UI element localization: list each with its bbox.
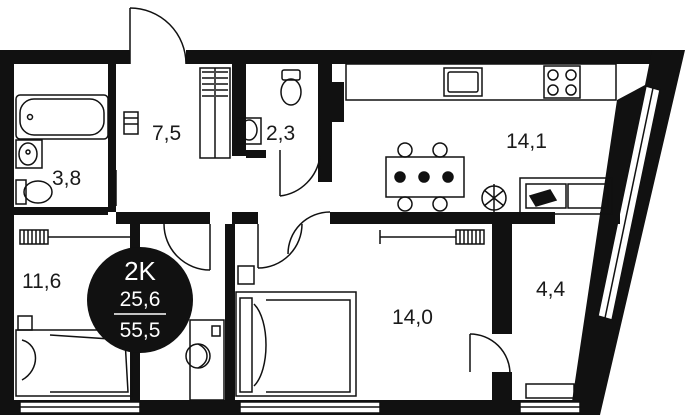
dining-table-icon: [385, 142, 465, 212]
interior-walls: [14, 64, 620, 400]
bathtub-icon: [15, 94, 109, 140]
nightstand-left-icon: [17, 315, 33, 331]
kitchen-sink-icon: [443, 67, 483, 97]
room-label-hall: 7,5: [152, 122, 181, 145]
desk-chair-icon: [185, 319, 225, 401]
plant-icon: [481, 184, 507, 212]
washing-machine-icon: [123, 111, 139, 135]
room-label-bedroom-left: 11,6: [22, 270, 61, 293]
bed-left-icon: [15, 329, 133, 397]
radiator-main-icon: [379, 229, 485, 245]
badge-total-area: 55,5: [120, 319, 161, 342]
room-label-bathroom: 3,8: [52, 167, 81, 190]
apartment-badge: 2K 25,6 55,5: [87, 247, 193, 353]
kitchen-counter: [345, 63, 617, 101]
window-right: [597, 85, 661, 321]
sofa-icon: [519, 177, 613, 215]
wc-sink-icon: [236, 117, 262, 145]
badge-circle: [87, 247, 193, 353]
bed-main-icon: [235, 291, 357, 397]
sink-icon: [15, 139, 43, 169]
wc-toilet-icon: [280, 69, 302, 106]
room-label-storage: 4,4: [536, 278, 566, 301]
room-label-bedroom-main: 14,0: [392, 306, 433, 329]
nightstand-main-icon: [237, 265, 255, 285]
stove-icon: [543, 65, 581, 99]
toilet-icon: [15, 179, 53, 205]
badge-living-area: 25,6: [120, 288, 161, 311]
badge-type: 2K: [124, 256, 156, 286]
room-label-wc: 2,3: [266, 122, 295, 145]
storage-shelf-icon: [525, 383, 575, 399]
wardrobe-icon: [199, 67, 231, 159]
windows-bottom: [19, 401, 581, 414]
doors: [115, 7, 511, 375]
room-label-kitchen: 14,1: [506, 130, 547, 153]
radiator-left-icon: [19, 229, 130, 245]
